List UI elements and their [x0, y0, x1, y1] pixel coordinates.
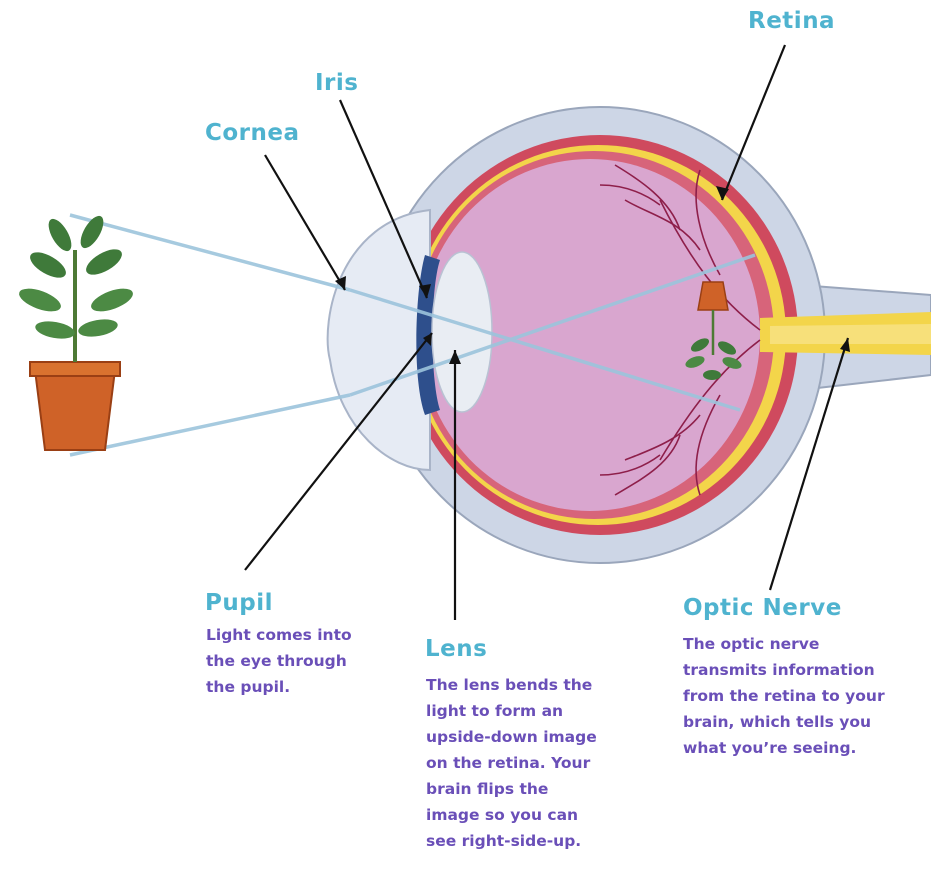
label-iris: Iris — [315, 70, 358, 96]
label-lens: Lens — [425, 636, 487, 662]
description-lens: The lens bends the light to form an upsi… — [426, 672, 636, 854]
label-optic-nerve: Optic Nerve — [683, 595, 842, 621]
label-pupil: Pupil — [205, 590, 273, 616]
label-retina: Retina — [748, 8, 835, 34]
potted-plant-icon — [16, 212, 136, 450]
cornea-shape — [328, 210, 430, 470]
description-pupil: Light comes into the eye through the pup… — [206, 622, 406, 700]
label-cornea: Cornea — [205, 120, 300, 146]
description-optic-nerve: The optic nerve transmits information fr… — [683, 631, 928, 761]
